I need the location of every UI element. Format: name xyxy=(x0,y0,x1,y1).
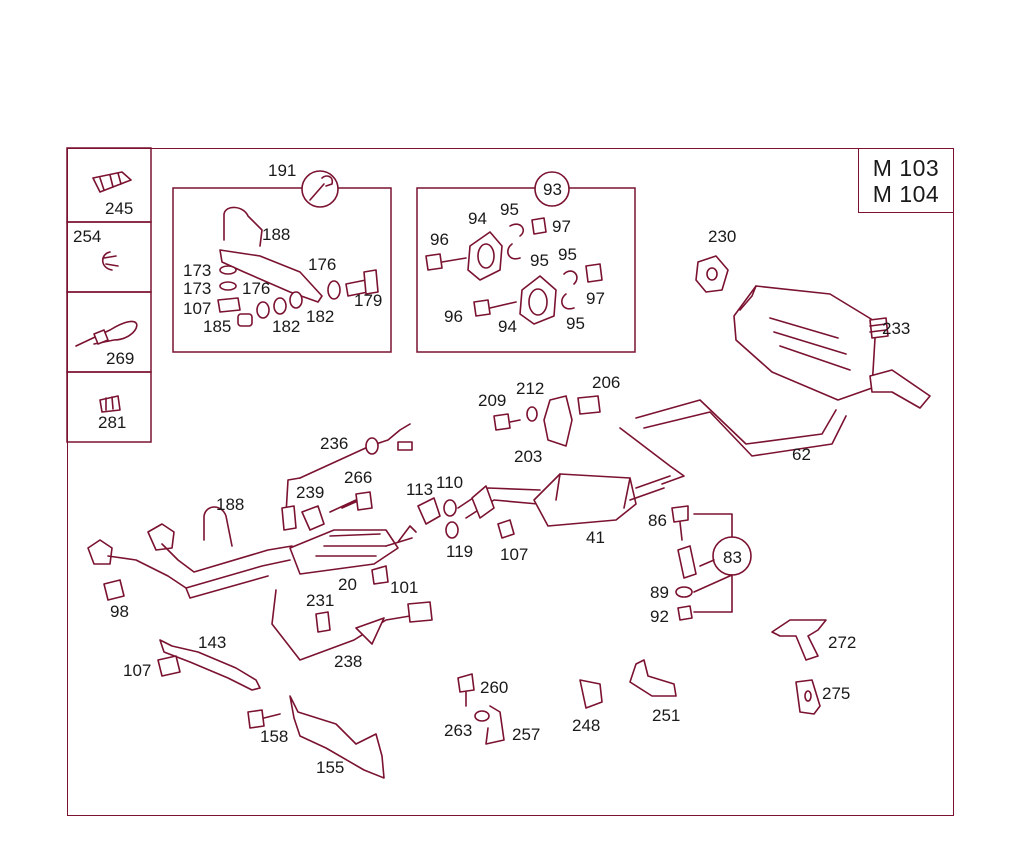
label-107-bottom: 107 xyxy=(123,661,151,680)
label-94-b: 94 xyxy=(498,317,517,336)
label-281: 281 xyxy=(98,413,126,432)
label-89: 89 xyxy=(650,583,669,602)
rear-silencer-drawing xyxy=(695,255,931,409)
cable-tie-269-drawing xyxy=(75,320,138,347)
label-110: 110 xyxy=(436,473,463,492)
label-263: 263 xyxy=(444,721,472,740)
label-155: 155 xyxy=(316,758,344,777)
label-173-b: 173 xyxy=(183,279,211,298)
label-248: 248 xyxy=(572,716,600,735)
bracket-143-drawing xyxy=(157,639,261,691)
label-236: 236 xyxy=(320,434,348,453)
label-101: 101 xyxy=(390,578,418,597)
bracket-239-drawing xyxy=(301,491,373,531)
label-86: 86 xyxy=(648,511,667,530)
label-92: 92 xyxy=(650,607,669,626)
label-254: 254 xyxy=(73,227,101,246)
bracket-155-drawing xyxy=(247,695,385,779)
label-83: 83 xyxy=(723,548,742,567)
callout-circle-93 xyxy=(534,171,570,207)
front-pipe-catalyst-20-drawing xyxy=(87,523,417,601)
bracket-257-drawing xyxy=(457,673,505,745)
label-203: 203 xyxy=(514,447,542,466)
clip-245-drawing xyxy=(92,171,132,193)
engine-model-box: M 103 M 104 xyxy=(858,148,954,213)
label-182-a: 182 xyxy=(272,317,300,336)
label-95-d: 95 xyxy=(566,314,585,333)
label-231: 231 xyxy=(306,591,334,610)
catalytic-converter-41-drawing xyxy=(457,473,671,527)
label-212: 212 xyxy=(516,379,544,398)
label-251: 251 xyxy=(652,706,680,725)
label-113: 113 xyxy=(406,480,433,499)
spring-clip-254-drawing xyxy=(101,251,119,271)
label-97-a: 97 xyxy=(552,217,571,236)
label-107-top: 107 xyxy=(183,299,211,318)
oxygen-sensor-236-drawing xyxy=(281,423,413,531)
label-185: 185 xyxy=(203,317,231,336)
label-119: 119 xyxy=(446,542,473,561)
label-266: 266 xyxy=(344,468,372,487)
label-97-b: 97 xyxy=(586,289,605,308)
flange-gaskets-drawing xyxy=(417,497,515,539)
hanger-83-drawing xyxy=(671,505,752,621)
label-239: 239 xyxy=(296,483,324,502)
label-269: 269 xyxy=(106,349,134,368)
diagram-frame xyxy=(67,148,954,816)
label-209: 209 xyxy=(478,391,506,410)
label-41: 41 xyxy=(586,528,605,547)
heat-shield-188-drawing xyxy=(203,506,233,547)
label-191: 191 xyxy=(268,161,296,180)
label-173-a: 173 xyxy=(183,261,211,280)
gasket-set-191-parts xyxy=(217,206,379,327)
label-182-b: 182 xyxy=(306,307,334,326)
label-176-a: 176 xyxy=(308,255,336,274)
gasket-set-191-box xyxy=(172,187,392,353)
clamp-set-93-parts xyxy=(425,217,603,325)
label-98: 98 xyxy=(110,602,129,621)
label-260: 260 xyxy=(480,678,508,697)
label-20: 20 xyxy=(338,575,357,594)
label-206: 206 xyxy=(592,373,620,392)
model-code-m104: M 104 xyxy=(872,180,940,207)
label-158: 158 xyxy=(260,727,288,746)
label-95-a: 95 xyxy=(500,200,519,219)
label-275: 275 xyxy=(822,684,850,703)
label-245: 245 xyxy=(105,199,133,218)
clamp-203-assembly xyxy=(493,395,601,447)
label-257: 257 xyxy=(512,725,540,744)
label-96-a: 96 xyxy=(430,230,449,249)
label-93: 93 xyxy=(543,180,562,199)
label-95-b: 95 xyxy=(530,251,549,270)
label-272: 272 xyxy=(828,633,856,652)
label-233: 233 xyxy=(882,319,910,338)
label-96-b: 96 xyxy=(444,307,463,326)
label-238: 238 xyxy=(334,652,362,671)
wrench-icon xyxy=(301,170,339,208)
bracket-251-drawing xyxy=(629,659,677,697)
label-176-b: 176 xyxy=(242,279,270,298)
bracket-248-drawing xyxy=(579,679,603,709)
label-94-a: 94 xyxy=(468,209,487,228)
label-188-mid: 188 xyxy=(216,495,244,514)
clamp-set-93-box xyxy=(416,187,636,353)
hanger-272-drawing xyxy=(771,619,827,661)
intermediate-pipe-62-drawing xyxy=(619,399,847,485)
model-code-m103: M 103 xyxy=(872,154,940,181)
callout-labels: 245 254 269 281 191 188 173 173 107 185 … xyxy=(73,161,910,777)
label-107-mid: 107 xyxy=(500,545,528,564)
rubber-mount-275-drawing xyxy=(795,679,821,715)
label-230: 230 xyxy=(708,227,736,246)
label-95-c: 95 xyxy=(558,245,577,264)
clip-281-drawing xyxy=(99,395,121,413)
sensor-lead-238-drawing xyxy=(271,589,433,661)
label-188-top: 188 xyxy=(262,225,290,244)
label-62: 62 xyxy=(792,445,811,464)
label-143: 143 xyxy=(198,633,226,652)
label-179: 179 xyxy=(354,291,382,310)
